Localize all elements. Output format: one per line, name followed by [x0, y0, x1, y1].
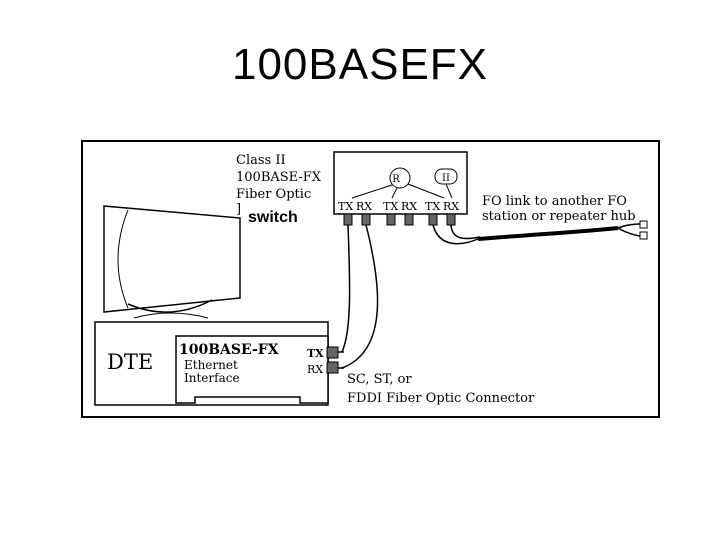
switch-desc-line: Fiber Optic [236, 187, 311, 202]
fiber-cable [617, 227, 641, 237]
switch-icon [333, 151, 468, 215]
slide-title: 100BASEFX [231, 40, 489, 89]
repeater-symbol: R [392, 174, 400, 185]
fiber-cable [432, 224, 481, 245]
dte-port-label: TX [307, 347, 324, 360]
dte-port-label: RX [307, 363, 323, 376]
switch-port-label: RX [401, 200, 417, 213]
fiber-cable [341, 224, 351, 353]
connector-icon [639, 231, 648, 240]
switch-port-label: TX [425, 200, 440, 213]
connector-icon [639, 220, 648, 229]
connector-icon [326, 361, 339, 374]
nic-card-line: Interface [184, 371, 240, 385]
switch-desc-line: ] [236, 202, 241, 217]
class-symbol: II [442, 173, 450, 184]
fiber-trunk [477, 226, 619, 241]
switch-port-label: TX [338, 200, 353, 213]
switch-desc-line: Class II [236, 153, 286, 168]
fiber-cable [617, 223, 641, 229]
connector-note-line: FDDI Fiber Optic Connector [347, 391, 535, 406]
fo-link-line: station or repeater hub [482, 209, 636, 224]
dte-label: DTE [107, 350, 153, 374]
connector-note-line: SC, ST, or [347, 372, 412, 387]
connector-icon [326, 346, 339, 359]
nic-card-line: Ethernet [184, 358, 238, 372]
switch-port-label: RX [356, 200, 372, 213]
fiber-cable [450, 224, 481, 240]
fiber-cable [341, 224, 379, 369]
fo-link-line: FO link to another FO [482, 194, 627, 209]
switch-port-label: RX [443, 200, 459, 213]
switch-overlay-label: switch [248, 209, 298, 226]
switch-desc-line: 100BASE-FX [236, 170, 322, 185]
nic-card-line: 100BASE-FX [179, 342, 279, 358]
switch-port-label: TX [383, 200, 398, 213]
monitor-icon [103, 205, 241, 319]
